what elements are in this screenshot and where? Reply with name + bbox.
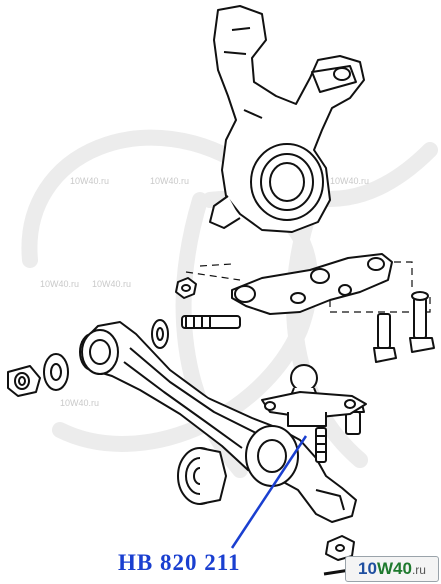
watermark-text: 10W40.ru (150, 176, 190, 186)
mounting-bracket (231, 253, 393, 315)
dashed-guide-lines (185, 261, 431, 313)
part-number-label: HB 820 211 (118, 550, 241, 575)
lower-control-arm (81, 321, 357, 523)
watermark-text: 10W40.ru (92, 279, 132, 289)
logo-suffix: .ru (411, 563, 426, 577)
site-logo: 10W40.ru (345, 556, 439, 582)
logo-prefix: 10 (358, 559, 377, 578)
logo-main: W40 (376, 559, 412, 578)
ball-joint (261, 364, 367, 463)
steering-knuckle (209, 5, 365, 233)
hardware-bolts (151, 277, 435, 435)
rear-bushing (177, 447, 227, 505)
leader-line (230, 435, 308, 549)
watermark-text: 10W40.ru (330, 176, 370, 186)
watermark-text: 10W40.ru (60, 398, 100, 408)
watermark-text: 10W40.ru (70, 176, 110, 186)
watermark-text: 10W40.ru (40, 279, 80, 289)
